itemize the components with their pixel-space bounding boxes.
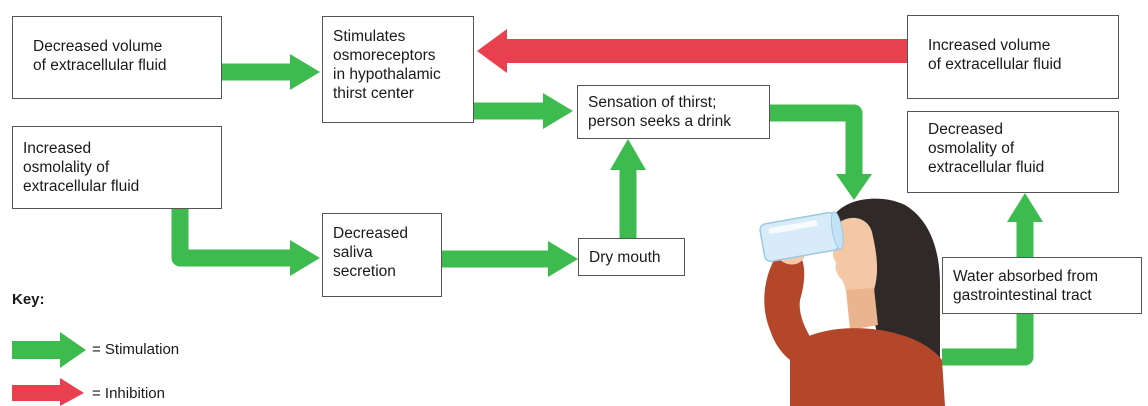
key-title: Key:	[12, 291, 45, 308]
arrowhead-volume-to-osmoreceptors	[290, 54, 320, 90]
arrow-osmolality-to-saliva	[171, 209, 292, 267]
shirt	[790, 328, 945, 406]
key-stimulation-arrow	[12, 341, 62, 359]
arrow-thirst-to-person	[770, 104, 863, 176]
box-increased-volume: Increased volume of extracellular fluid	[907, 15, 1119, 99]
arrowhead-absorption-to-osmolality	[1007, 193, 1043, 222]
glass	[759, 211, 844, 263]
key-inhibition-arrow	[12, 385, 62, 401]
arrowhead-drymouth-to-thirst	[610, 139, 646, 170]
box-stimulates-osmoreceptors: Stimulates osmoreceptors in hypothalamic…	[322, 16, 474, 123]
box-water-absorbed: Water absorbed from gastrointestinal tra…	[942, 257, 1142, 314]
person-drinking-illustration	[759, 198, 945, 406]
key-inhibition-label: = Inhibition	[92, 385, 165, 402]
box-decreased-osmolality: Decreased osmolality of extracellular fl…	[907, 111, 1119, 193]
arrowhead-thirst-to-person	[836, 174, 872, 200]
key-stimulation-arrowhead	[60, 332, 86, 368]
box-increased-osmolality: Increased osmolality of extracellular fl…	[12, 126, 222, 209]
arrowhead-osmoreceptors-to-thirst	[543, 93, 573, 129]
arrowhead-increased-volume-inhibits	[477, 29, 507, 73]
box-decreased-saliva: Decreased saliva secretion	[322, 213, 442, 297]
arm	[764, 252, 812, 360]
box-dry-mouth: Dry mouth	[578, 238, 685, 276]
box-sensation-of-thirst: Sensation of thirst; person seeks a drin…	[577, 85, 770, 139]
arrowhead-osmolality-to-saliva	[290, 240, 320, 276]
box-decreased-volume: Decreased volume of extracellular fluid	[12, 16, 222, 99]
key-inhibition-arrowhead	[60, 378, 84, 406]
neck	[846, 288, 878, 330]
face	[833, 217, 878, 300]
key-stimulation-label: = Stimulation	[92, 341, 180, 358]
arrowhead-saliva-to-drymouth	[548, 241, 578, 277]
arrow-increased-volume-inhibits	[505, 39, 907, 63]
